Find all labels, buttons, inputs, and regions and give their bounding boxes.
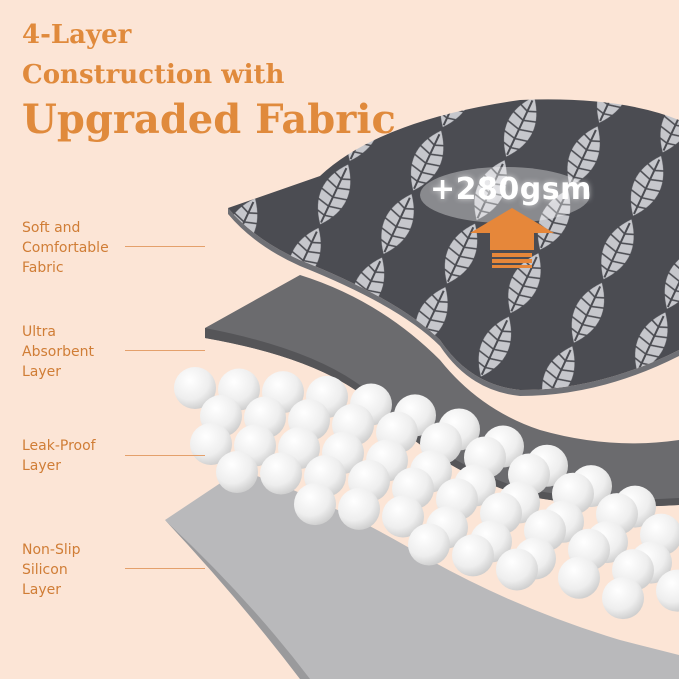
leader-line-absorbent	[125, 350, 205, 351]
foam-ball	[260, 452, 302, 495]
foam-ball	[408, 523, 450, 566]
leader-line-soft-fabric	[125, 246, 205, 247]
headline-line-3: Upgraded Fabric	[22, 96, 396, 143]
label-absorbent: Ultra Absorbent Layer	[22, 324, 94, 380]
foam-ball	[602, 577, 644, 620]
foam-ball	[558, 556, 600, 599]
gsm-badge: +280gsm	[430, 172, 592, 207]
foam-ball	[190, 423, 232, 465]
leader-line-silicon	[125, 568, 205, 569]
label-leak-proof: Leak-Proof Layer	[22, 438, 96, 474]
foam-ball	[174, 367, 216, 409]
headline: 4-Layer Construction with Upgraded Fabri…	[22, 18, 396, 146]
absorbent-layer	[205, 275, 679, 507]
label-soft-fabric: Soft and Comfortable Fabric	[22, 220, 109, 276]
headline-line-2: Construction with	[22, 60, 285, 90]
upward-arrow-icon	[470, 208, 554, 268]
foam-ball	[338, 487, 380, 530]
ball-layer	[174, 367, 679, 620]
foam-ball	[496, 548, 538, 591]
headline-line-1: 4-Layer	[22, 20, 132, 50]
silicon-layer	[165, 470, 679, 679]
foam-ball	[452, 534, 494, 577]
foam-ball	[382, 495, 424, 538]
foam-ball	[294, 483, 336, 526]
foam-ball	[656, 569, 679, 612]
label-silicon: Non-Slip Silicon Layer	[22, 542, 81, 598]
foam-ball	[216, 451, 258, 493]
leader-line-leak-proof	[125, 455, 205, 456]
